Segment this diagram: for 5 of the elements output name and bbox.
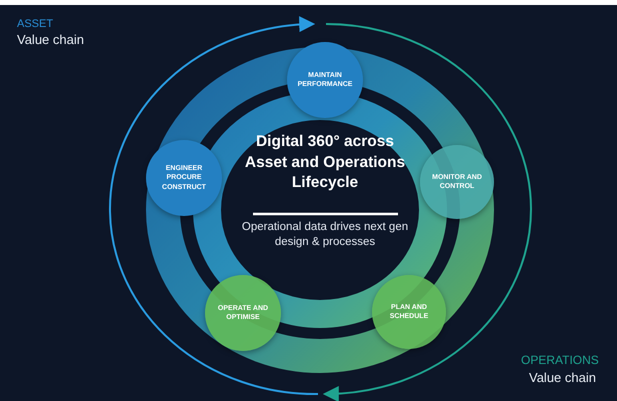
section-subtitle: Value chain [17,32,84,47]
section-heading: OPERATIONS [521,353,599,367]
description: Operational data drives next gen design & processes [240,220,410,250]
section-heading: ASSET [17,18,54,30]
section-subtitle: Value chain [529,370,596,385]
